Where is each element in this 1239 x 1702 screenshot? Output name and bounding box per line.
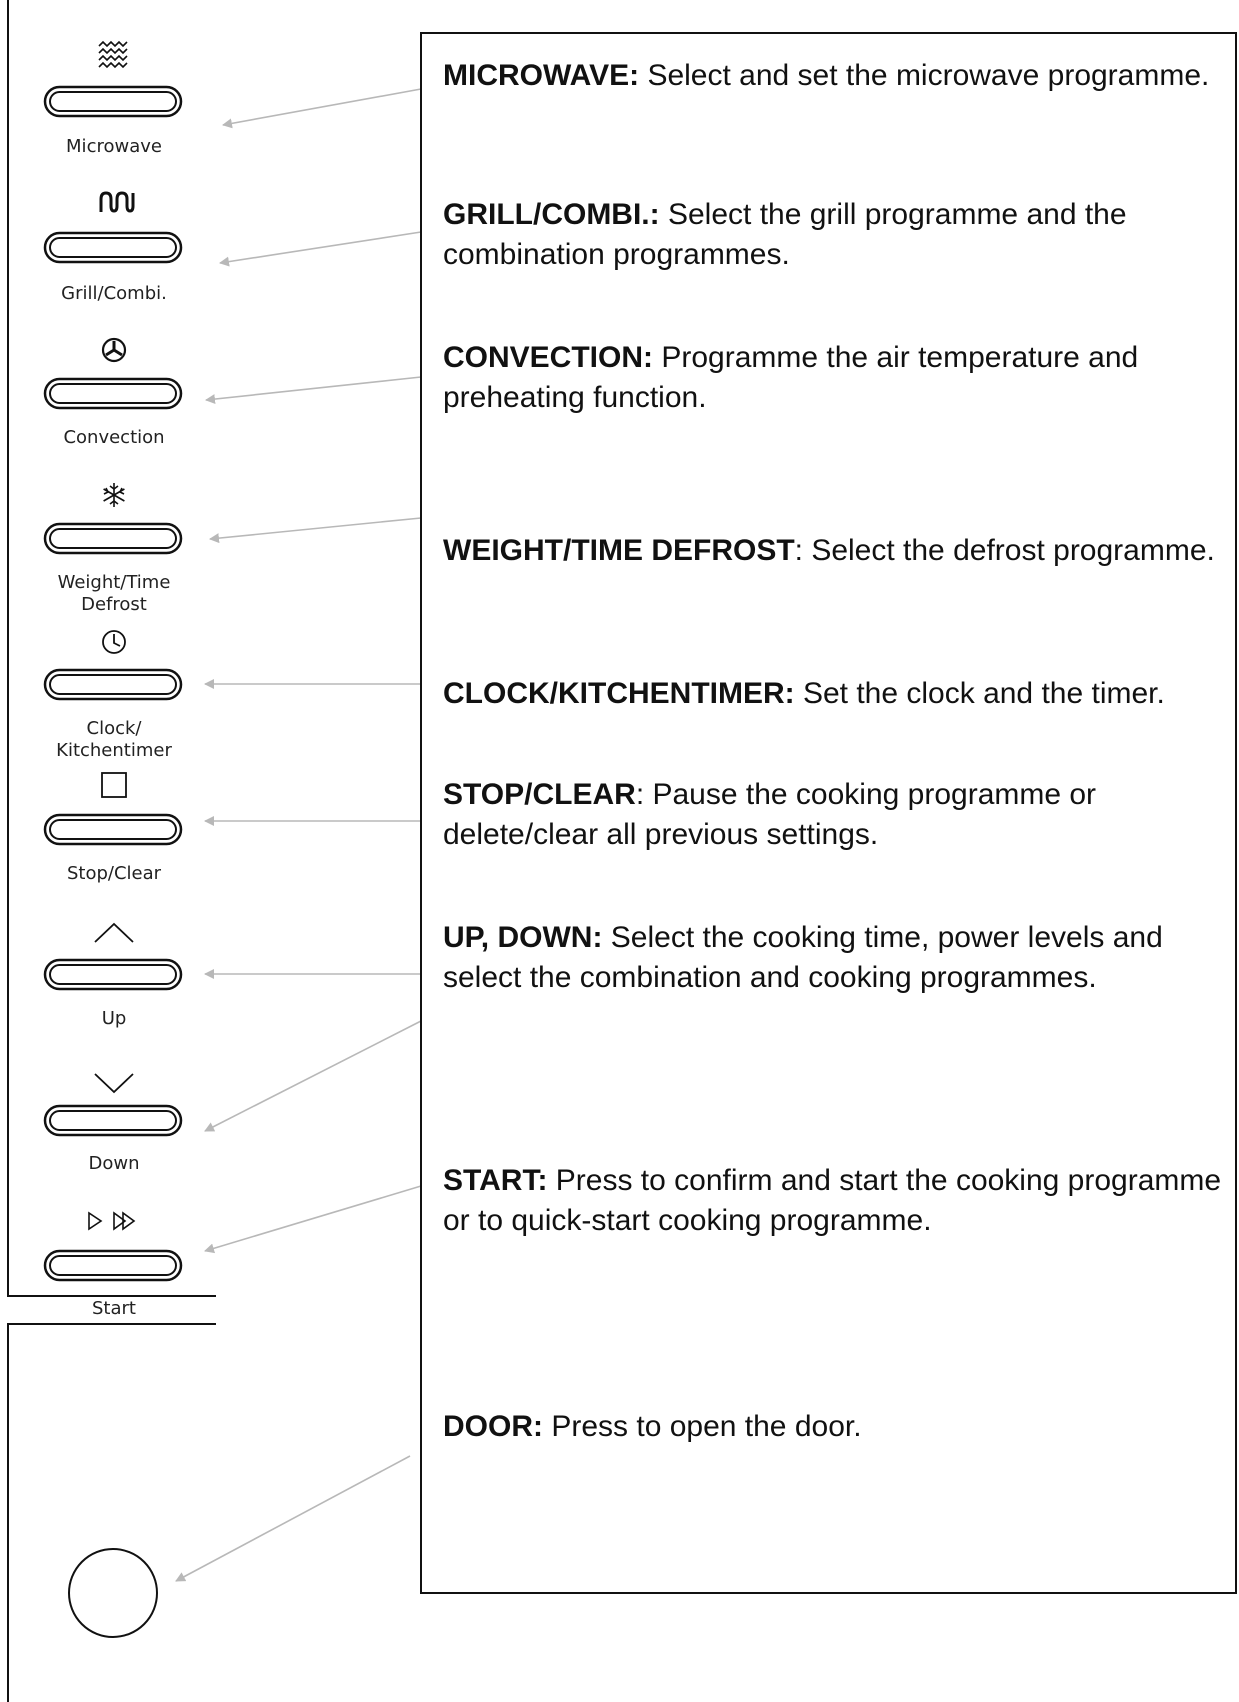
door-release-button[interactable] <box>68 1548 158 1638</box>
arrow-defrost <box>209 517 422 544</box>
arrow-grill <box>219 231 422 267</box>
clock-icon <box>102 630 126 654</box>
desc-microwave: MICROWAVE: Select and set the microwave … <box>443 56 1233 96</box>
stop-clear-button[interactable] <box>43 813 183 846</box>
snowflake-icon <box>103 483 125 507</box>
desc-stop-heading: STOP/CLEAR <box>443 778 636 811</box>
desc-door-heading: DOOR: <box>443 1410 543 1443</box>
grill-coil-icon <box>99 191 135 213</box>
desc-defrost: WEIGHT/TIME DEFROST: Select the defrost … <box>443 531 1233 571</box>
down-button[interactable] <box>43 1104 183 1137</box>
arrow-down <box>204 1020 422 1132</box>
microwave-button[interactable] <box>43 85 183 118</box>
lower-panel-outline <box>7 1323 216 1702</box>
microwave-caption: Microwave <box>66 136 162 157</box>
weight-time-defrost-caption: Weight/Time Defrost <box>57 572 171 615</box>
desc-up-down: UP, DOWN: Select the cooking time, power… <box>443 918 1233 998</box>
upper-panel-outline <box>7 0 216 1297</box>
desc-microwave-heading: MICROWAVE: <box>443 59 640 92</box>
play-fast-forward-icon <box>88 1211 136 1231</box>
convection-fan-icon <box>101 337 127 363</box>
desc-convection-heading: CONVECTION: <box>443 341 653 374</box>
desc-stop: STOP/CLEAR: Pause the cooking programme … <box>443 775 1233 855</box>
desc-start-heading: START: <box>443 1164 548 1197</box>
convection-caption: Convection <box>63 427 165 448</box>
down-caption: Down <box>88 1153 140 1174</box>
desc-up-down-text: Select the cooking time, power levels an… <box>443 921 1163 994</box>
desc-start: START: Press to confirm and start the co… <box>443 1161 1233 1241</box>
desc-clock: CLOCK/KITCHENTIMER: Set the clock and th… <box>443 674 1233 714</box>
desc-door-text: Press to open the door. <box>543 1410 862 1443</box>
desc-door: DOOR: Press to open the door. <box>443 1407 1233 1447</box>
desc-microwave-text: Select and set the microwave programme. <box>639 59 1210 92</box>
start-button[interactable] <box>43 1249 183 1282</box>
desc-up-down-heading: UP, DOWN: <box>443 921 603 954</box>
clock-kitchentimer-caption: Clock/ Kitchentimer <box>56 718 172 761</box>
stop-square-icon <box>101 772 127 798</box>
arrow-convection <box>205 376 422 405</box>
desc-defrost-heading: WEIGHT/TIME DEFROST <box>443 534 795 567</box>
grill-combi-button[interactable] <box>43 231 183 264</box>
leader-arrows <box>175 88 422 1582</box>
start-caption: Start <box>92 1298 136 1319</box>
desc-grill-heading: GRILL/COMBI.: <box>443 198 660 231</box>
microwave-waves-icon <box>98 40 128 69</box>
arrow-microwave <box>222 88 422 129</box>
desc-clock-heading: CLOCK/KITCHENTIMER: <box>443 677 795 710</box>
stop-clear-caption: Stop/Clear <box>66 863 162 884</box>
desc-start-text: Press to confirm and start the cooking p… <box>443 1164 1222 1237</box>
desc-grill: GRILL/COMBI.: Select the grill programme… <box>443 195 1233 275</box>
desc-defrost-text: : Select the defrost programme. <box>794 534 1215 567</box>
up-caption: Up <box>101 1008 127 1029</box>
weight-time-defrost-button[interactable] <box>43 522 183 555</box>
desc-convection-text: Programme the air temperature and prehea… <box>443 341 1139 414</box>
desc-grill-text: Select the grill programme and the combi… <box>443 198 1127 271</box>
chevron-down-icon <box>94 1073 134 1094</box>
chevron-up-icon <box>94 922 134 943</box>
clock-kitchentimer-button[interactable] <box>43 668 183 701</box>
arrow-start <box>204 1185 422 1254</box>
desc-convection: CONVECTION: Programme the air temperatur… <box>443 338 1233 418</box>
up-button[interactable] <box>43 958 183 991</box>
desc-clock-text: Set the clock and the timer. <box>794 677 1165 710</box>
convection-button[interactable] <box>43 377 183 410</box>
desc-stop-text: : Pause the cooking programme or delete/… <box>443 778 1097 851</box>
arrow-door <box>175 1455 411 1582</box>
grill-combi-caption: Grill/Combi. <box>61 283 167 304</box>
description-box <box>420 32 1237 1594</box>
